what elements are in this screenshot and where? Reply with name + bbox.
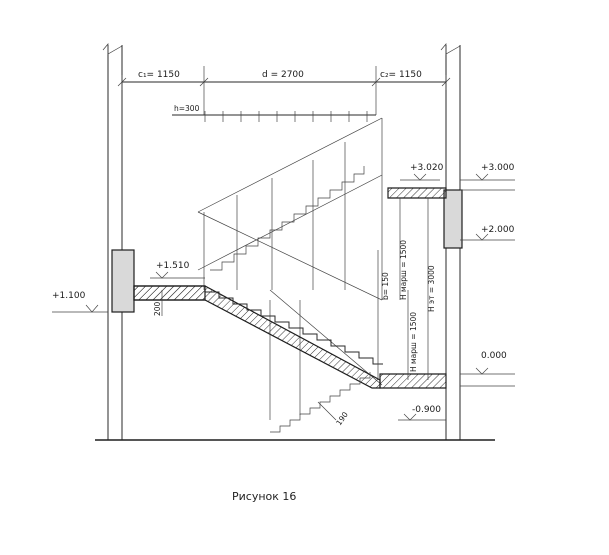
label-h-marsh-upper: H марш = 1500	[399, 240, 408, 300]
dim-c2: c₂= 1150	[380, 70, 422, 80]
upper-railing	[197, 117, 383, 420]
level-bottom: -0.900	[398, 405, 446, 421]
top-dimension-line: c₁= 1150 d = 2700 c₂= 1150	[117, 66, 451, 115]
level-top-landing-label: +3.020	[410, 163, 444, 173]
level-right-upper: +3.000	[460, 163, 515, 191]
lower-flight-steps	[204, 286, 383, 365]
level-left-landing: +1.100	[52, 291, 108, 313]
label-h-marsh-lower: H марш = 1500	[409, 312, 418, 372]
upper-flight-steps	[210, 166, 365, 271]
level-mid-landing: +1.510	[150, 261, 205, 279]
right-upper-beam	[443, 189, 463, 249]
slab-thickness-dim: 200	[153, 290, 163, 316]
left-wall	[102, 43, 135, 440]
bottom-landing-slab	[379, 373, 447, 389]
dim-h: h=300	[174, 104, 200, 113]
mid-landing-slab	[133, 285, 206, 301]
basement-flight-steps	[270, 372, 371, 433]
step-going-dimension: h=300	[172, 104, 376, 122]
level-left-landing-label: +1.100	[52, 291, 86, 301]
level-right-mid-label: +2.000	[481, 225, 515, 235]
upper-landing-slab	[387, 187, 447, 199]
level-right-mid: +2.000	[460, 225, 515, 241]
lower-flight-stringer	[133, 285, 381, 389]
level-right-floor: 0.000	[460, 351, 515, 387]
level-right-upper-label: +3.000	[481, 163, 515, 173]
level-right-floor-label: 0.000	[481, 351, 507, 361]
dim-slab: 200	[153, 301, 162, 316]
riser-dimension: 190	[317, 401, 350, 427]
figure-caption: Рисунок 16	[232, 490, 296, 503]
level-mid-landing-label: +1.510	[156, 261, 190, 271]
level-top-landing: +3.020	[400, 163, 444, 181]
dim-t: 190	[334, 410, 350, 427]
height-dimensions: b= 150 H марш = 1500 H марш = 1500 H эт …	[377, 198, 436, 380]
label-h-et: H эт = 3000	[427, 265, 436, 312]
level-bottom-label: -0.900	[412, 405, 441, 415]
dim-d: d = 2700	[262, 70, 304, 80]
left-landing-beam	[111, 249, 135, 313]
dim-c1: c₁= 1150	[138, 70, 180, 80]
dim-b: b= 150	[381, 272, 390, 300]
